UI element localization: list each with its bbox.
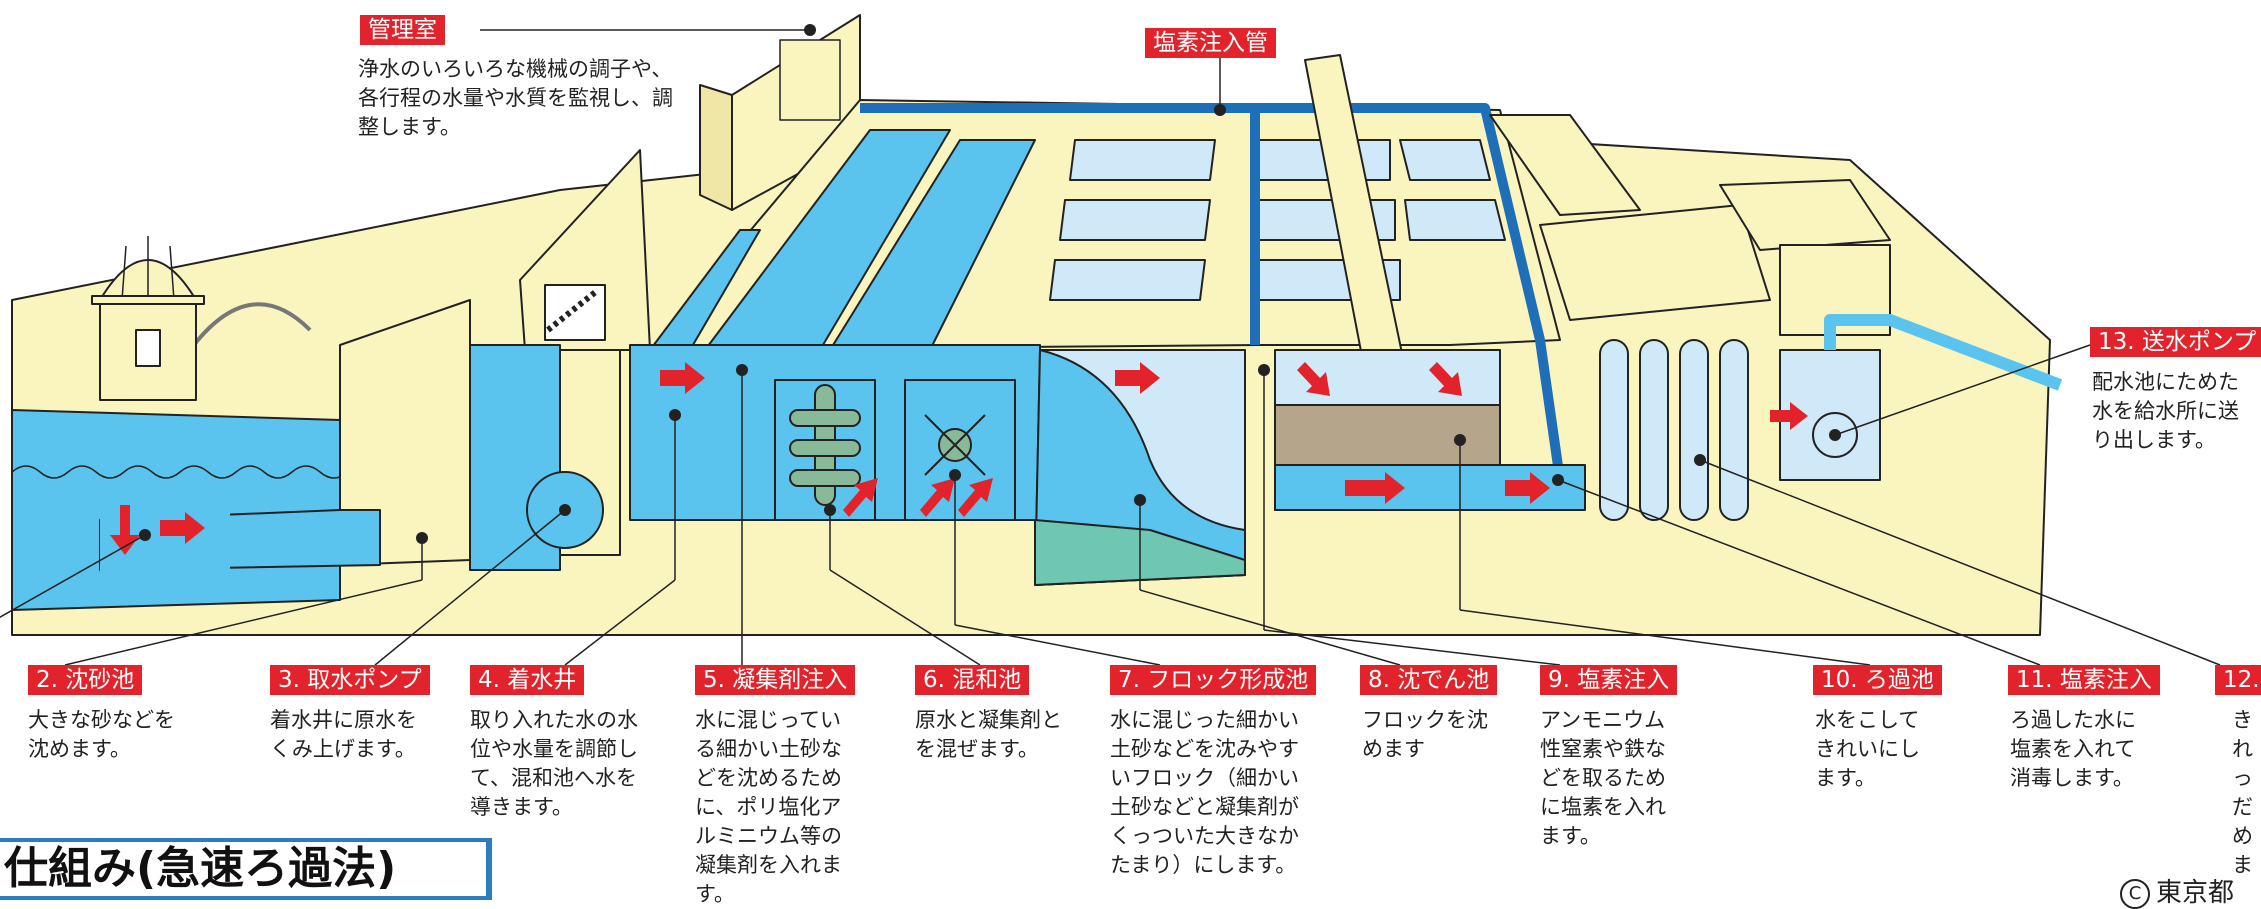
control-room-label: 管理室 xyxy=(360,15,445,45)
step-5-label: 5. 凝集剤注入 xyxy=(695,665,856,695)
step-2-desc: 大きな砂などを 沈めます。 xyxy=(28,708,175,761)
step-4-desc: 取り入れた水の水 位や水量を調節し て、混和池へ水を 導きます。 xyxy=(470,708,638,819)
step-2-label: 2. 沈砂池 xyxy=(28,665,143,695)
step-4-label: 4. 着水井 xyxy=(470,665,585,695)
step-13-label: 13. 送水ポンプ xyxy=(2090,327,2261,357)
intake-tower xyxy=(91,236,205,401)
step-12-label: 12. xyxy=(2215,665,2261,695)
paddle-5 xyxy=(789,384,861,506)
step-6-desc: 原水と凝集剤と を混ぜます。 xyxy=(915,708,1062,761)
step-11-label: 11. 塩素注入 xyxy=(2008,665,2160,695)
chlorine-pipe-label: 塩素注入管 xyxy=(1145,28,1276,58)
step-7-label: 7. フロック形成池 xyxy=(1110,665,1317,695)
step-9-label: 9. 塩素注入 xyxy=(1540,665,1678,695)
filter-tanks xyxy=(1599,339,1749,521)
anchor-dots xyxy=(139,24,1841,544)
control-room-desc: 浄水のいろいろな機械の調子や、 各行程の水量や水質を監視し、調 整します。 xyxy=(358,57,673,139)
step-12-desc: きれ っだ めま xyxy=(2232,708,2253,877)
step-6-label: 6. 混和池 xyxy=(915,665,1030,695)
filter-grid xyxy=(1049,139,1506,301)
step-3-desc: 着水井に原水を くみ上げます。 xyxy=(270,708,417,761)
chlorine-pipe xyxy=(860,103,1565,481)
step-3-label: 3. 取水ポンプ xyxy=(270,665,430,695)
step-11-desc: ろ過した水に 塩素を入れて 消毒します。 xyxy=(2010,708,2136,790)
copyright-icon: C xyxy=(2120,878,2150,909)
step-10-desc: 水をこして きれいにし ます。 xyxy=(1815,708,1920,790)
building-right-2 xyxy=(1539,204,1771,321)
page-title: 仕組み(急速ろ過法) xyxy=(0,838,492,900)
building-right-3 xyxy=(1719,179,1891,251)
step-5-desc: 水に混じってい る細かい土砂な どを沈めるため に、ポリ塩化ア ルミニウム等の … xyxy=(695,708,842,906)
flow-arrows xyxy=(110,362,1808,555)
building-right-1 xyxy=(1489,114,1641,216)
mixer-6 xyxy=(924,414,986,476)
step-8-label: 8. 沈でん池 xyxy=(1360,665,1498,695)
credit-text: 東京都 xyxy=(2156,878,2235,908)
step-8-desc: フロックを沈 めます xyxy=(1362,708,1488,761)
leader-lines xyxy=(0,29,2221,666)
sluice-building xyxy=(519,149,651,351)
step-9-desc: アンモニウム 性窒素や鉄な どを取るため に塩素を入れ ます。 xyxy=(1540,708,1666,848)
sediment-sludge xyxy=(1274,404,1501,466)
step-10-label: 10. ろ過池 xyxy=(1813,665,1942,695)
river-waves xyxy=(11,465,349,479)
delivery-pipe xyxy=(1824,314,2063,391)
step-7-desc: 水に混じった細かい 土砂などを沈みやす いフロック（細かい 土砂などと凝集剤が … xyxy=(1110,708,1299,877)
step-13-desc: 配水池にためた 水を給水所に送 り出します。 xyxy=(2092,370,2239,452)
bridge xyxy=(188,302,312,352)
